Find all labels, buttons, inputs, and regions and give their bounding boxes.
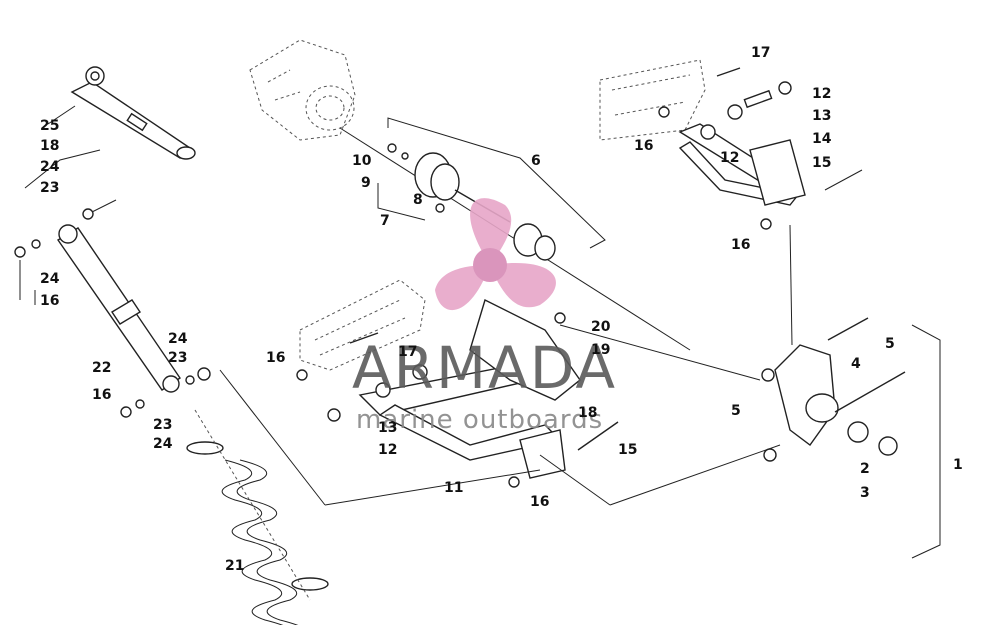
armada-logo-watermark: ARMADA marine outboards	[352, 198, 617, 435]
callout-12: 12	[812, 86, 831, 102]
callout-1: 1	[953, 457, 963, 473]
callout-17: 17	[751, 45, 770, 61]
callout-3: 3	[860, 485, 870, 501]
callout-17: 17	[398, 344, 417, 360]
callout-23: 23	[40, 180, 59, 196]
callout-16: 16	[731, 237, 750, 253]
callout-11: 11	[444, 480, 463, 496]
coil-spring-part	[186, 409, 329, 625]
propeller-blade	[490, 263, 556, 308]
callout-23: 23	[153, 417, 172, 433]
callout-labels: 25 18 24 23 24 16 24 23 22 16 23 24 21 1…	[40, 45, 963, 574]
callout-2: 2	[860, 461, 870, 477]
callout-14: 14	[812, 131, 832, 147]
callout-18: 18	[578, 405, 597, 421]
callout-16: 16	[530, 494, 549, 510]
callout-6: 6	[531, 153, 541, 169]
frame-outline-center	[299, 279, 426, 371]
propeller-blade	[435, 265, 490, 311]
callout-12: 12	[378, 442, 397, 458]
upper-a-arm-part	[658, 67, 863, 230]
watermark-tagline: marine outboards	[356, 405, 603, 435]
callout-24: 24	[40, 271, 60, 287]
propeller-logo-icon	[435, 198, 556, 311]
drive-axle-part	[339, 117, 691, 351]
callout-10: 10	[352, 153, 372, 169]
callout-18: 18	[40, 138, 59, 154]
callout-4: 4	[851, 356, 861, 372]
frame-outline-right	[599, 59, 706, 141]
callout-13: 13	[812, 108, 831, 124]
callout-8: 8	[413, 192, 423, 208]
propeller-hub	[473, 248, 507, 282]
watermark-brand: ARMADA	[352, 334, 617, 402]
callout-22: 22	[92, 360, 111, 376]
steering-arm-part	[70, 66, 196, 160]
engine-outline-top	[249, 39, 356, 141]
lower-a-arm-part	[296, 299, 619, 488]
callout-24: 24	[168, 331, 188, 347]
callout-16: 16	[634, 138, 653, 154]
shock-absorber-part	[14, 199, 211, 418]
callout-21: 21	[225, 558, 244, 574]
callout-5: 5	[885, 336, 895, 352]
callout-24: 24	[153, 436, 173, 452]
callout-12: 12	[720, 150, 739, 166]
callout-16: 16	[92, 387, 111, 403]
callout-24: 24	[40, 159, 60, 175]
callout-19: 19	[591, 342, 610, 358]
callout-16: 16	[266, 350, 285, 366]
callout-15: 15	[812, 155, 831, 171]
callout-7: 7	[380, 213, 390, 229]
steering-knuckle-part	[761, 317, 941, 559]
callout-20: 20	[591, 319, 611, 335]
propeller-blade	[470, 198, 512, 265]
callout-15: 15	[618, 442, 637, 458]
callout-23: 23	[168, 350, 187, 366]
callout-9: 9	[361, 175, 371, 191]
callout-5: 5	[731, 403, 741, 419]
leader-lines	[19, 105, 793, 506]
callout-16: 16	[40, 293, 59, 309]
callout-25: 25	[40, 118, 59, 134]
callout-13: 13	[378, 420, 397, 436]
